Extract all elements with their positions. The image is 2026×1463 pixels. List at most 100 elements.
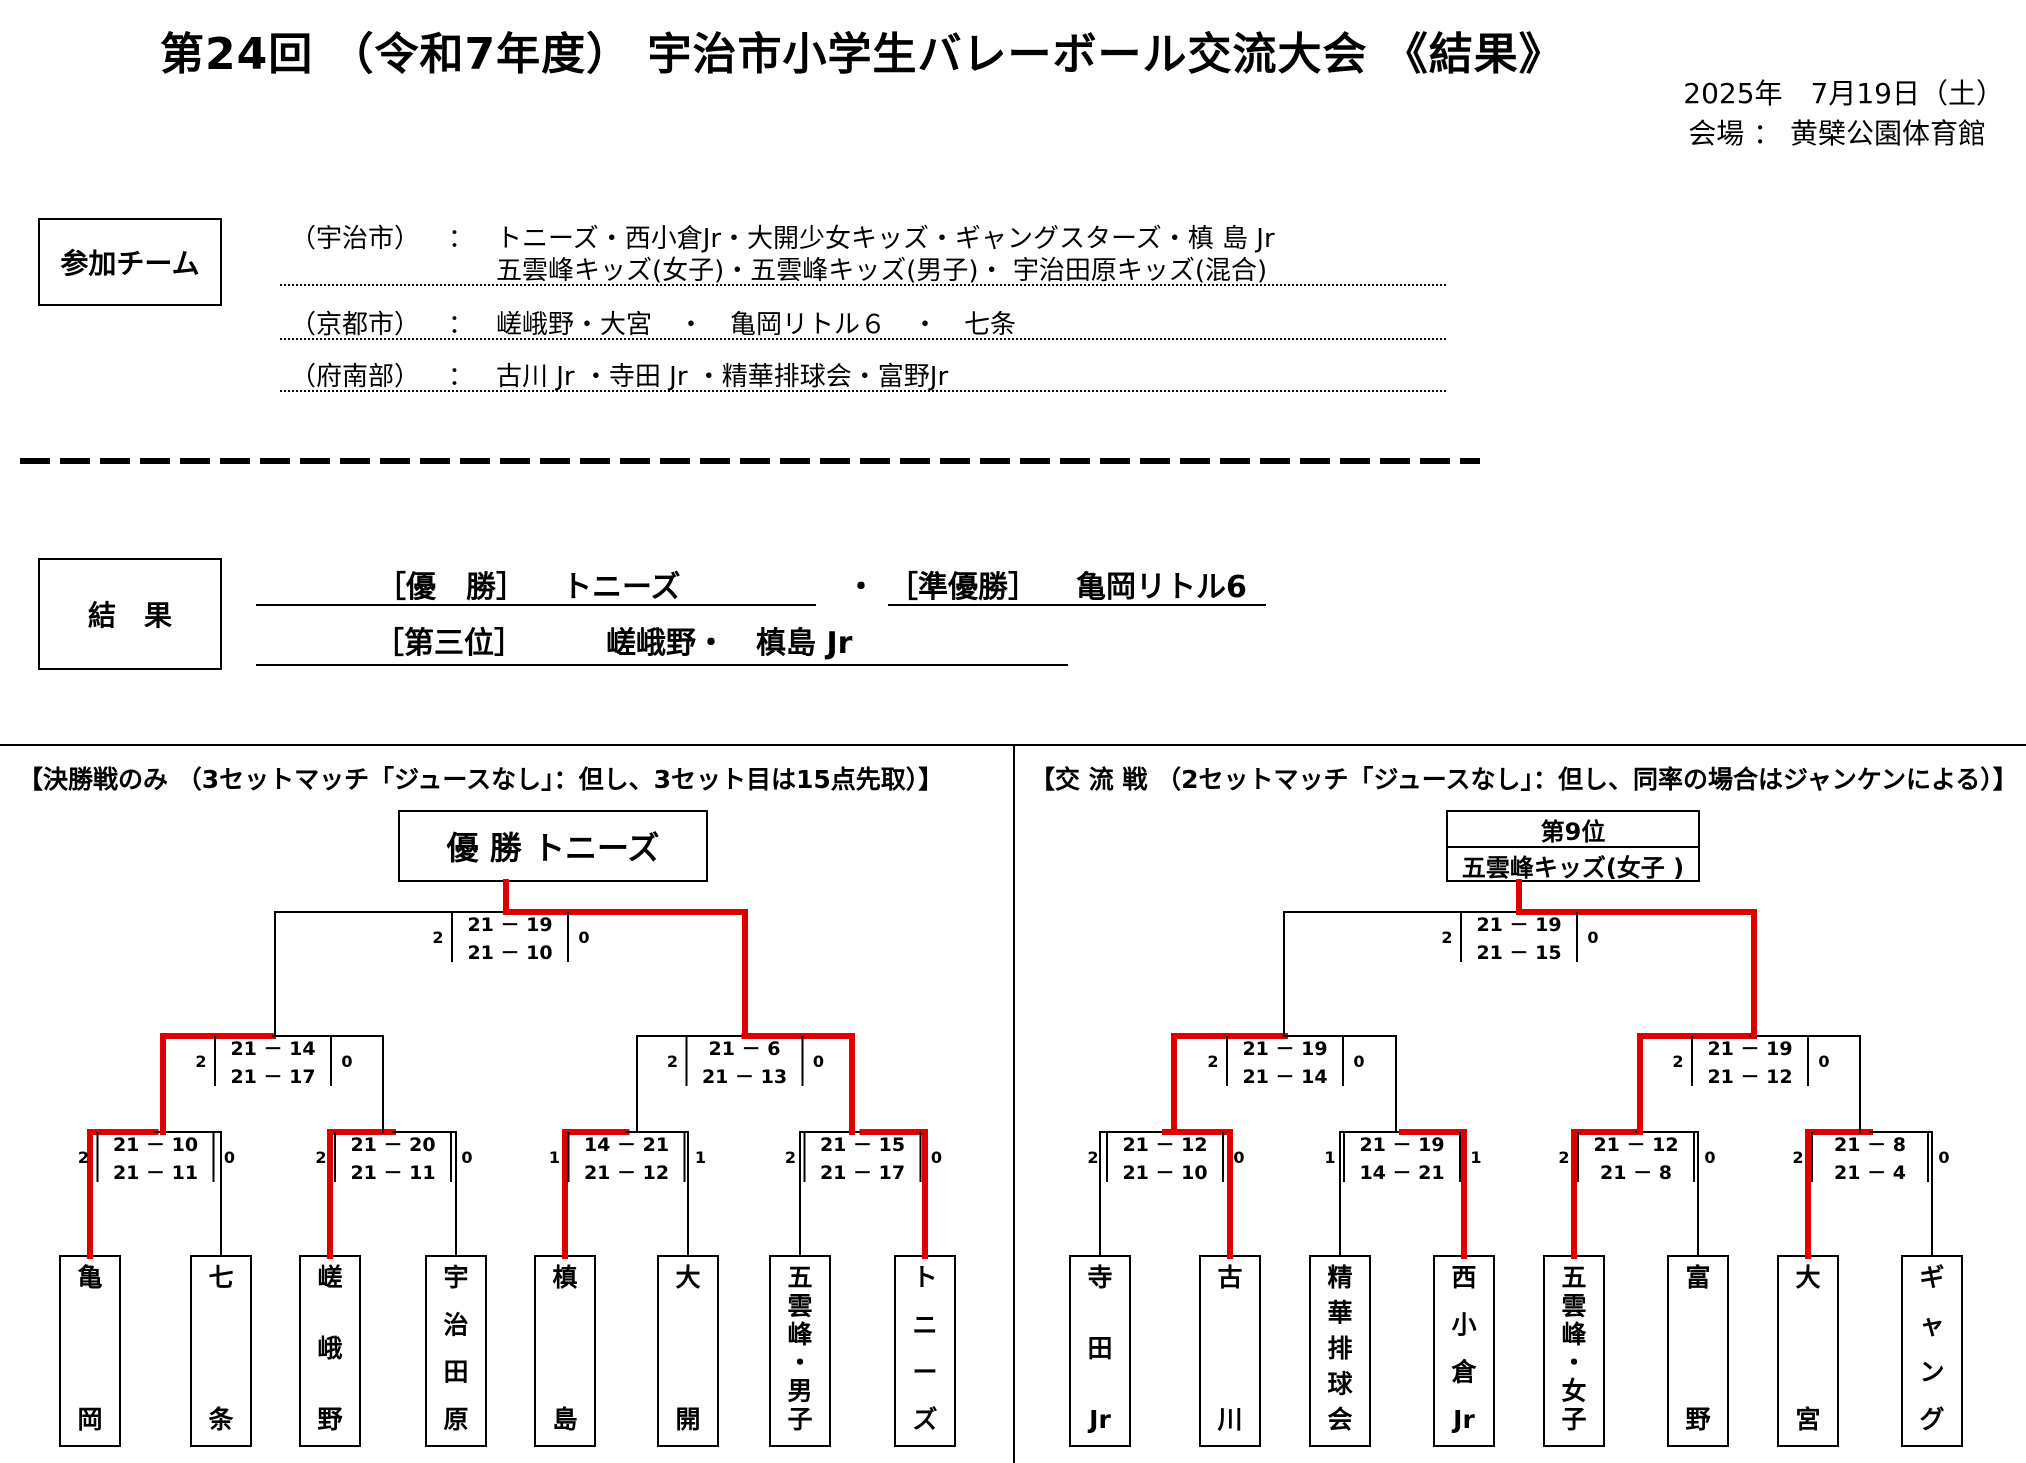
set-score-1: 21 － 15	[820, 1134, 905, 1156]
set-score-1: 21 － 19	[1707, 1038, 1792, 1060]
team-name-char: 宮	[1795, 1405, 1820, 1434]
set-score-1: 21 － 19	[1476, 914, 1561, 936]
champion-team: トニーズ	[562, 570, 681, 605]
team-name-char: 大	[675, 1263, 700, 1292]
set-score-1: 14 － 21	[584, 1134, 669, 1156]
set-score-1: 21 － 6	[709, 1038, 781, 1060]
team-name-char: ニ	[912, 1310, 937, 1339]
bracket-divider	[1013, 744, 1015, 1463]
set-score-2: 21 － 12	[1707, 1066, 1792, 1088]
set-score-1: 21 － 8	[1834, 1134, 1906, 1156]
team-name-char: 島	[552, 1405, 577, 1434]
sets-won-left: 2	[195, 1052, 206, 1071]
sets-won-right: 0	[1233, 1148, 1244, 1167]
participants-label: 参加チーム	[60, 247, 200, 280]
third-label: ［第三位］	[374, 626, 524, 661]
set-score-2: 21 － 11	[350, 1162, 435, 1184]
team-name-char: 五	[787, 1263, 812, 1292]
underline	[256, 664, 1068, 666]
sets-won-right: 0	[931, 1148, 942, 1167]
team-name-char: 華	[1327, 1299, 1352, 1328]
sets-won-right: 0	[461, 1148, 472, 1167]
team-name-char: 槙	[552, 1263, 577, 1292]
event-venue: 会場 ： 黄檗公園体育館	[1688, 117, 1986, 150]
right-winner-team: 五雲峰キッズ(女子 )	[1461, 853, 1685, 882]
sets-won-right: 0	[1938, 1148, 1949, 1167]
set-score-1: 21 － 10	[113, 1134, 198, 1156]
page-title: 第24回 （令和7年度） 宇治市小学生バレーボール交流大会 《結果》	[160, 29, 1564, 80]
sets-won-left: 2	[315, 1148, 326, 1167]
team-name-char: 女	[1561, 1377, 1586, 1406]
team-name-char: 大	[1795, 1263, 1820, 1292]
dotted-rule	[280, 338, 1446, 340]
set-score-1: 21 － 20	[350, 1134, 435, 1156]
team-name-char: 亀	[77, 1263, 102, 1292]
dotted-rule	[280, 390, 1446, 392]
sets-won-left: 2	[1087, 1148, 1098, 1167]
sets-won-right: 0	[341, 1052, 352, 1071]
set-score-2: 21 － 13	[702, 1066, 787, 1088]
set-score-1: 21 － 19	[1242, 1038, 1327, 1060]
team-name-char: ャ	[1919, 1310, 1944, 1339]
left-bracket-header: 【決勝戦のみ （3セットマッチ「ジュースなし」：但し、3セット目は15点先取）】	[18, 765, 944, 794]
team-name-char: 条	[208, 1405, 234, 1434]
participants-teams-1: トニーズ・西小倉Jr・大開少女キッズ・ギャングスターズ・槙 島 Jr	[496, 224, 1275, 254]
team-name-char: ト	[912, 1263, 937, 1292]
team-name-char: 川	[1217, 1405, 1242, 1434]
team-name-char: 原	[443, 1405, 468, 1434]
team-name-char: 宇	[443, 1263, 468, 1292]
team-name-char: 七	[208, 1263, 233, 1292]
team-name-char: 峰	[787, 1320, 812, 1349]
set-score-2: 21 － 11	[113, 1162, 198, 1184]
team-name-char: 峰	[1561, 1320, 1586, 1349]
team-name-char: ギ	[1919, 1263, 1944, 1292]
right-winner-box: 第9位 五雲峰キッズ(女子 )	[1446, 810, 1700, 882]
team-name-char: ズ	[912, 1405, 937, 1434]
set-score-2: 21 － 4	[1834, 1162, 1906, 1184]
team-name-char: 排	[1327, 1334, 1352, 1363]
team-name-char: 雲	[1561, 1291, 1586, 1320]
team-name-char: グ	[1919, 1405, 1944, 1434]
team-name-char: 野	[317, 1405, 342, 1434]
sets-won-left: 2	[785, 1148, 796, 1167]
participants-teams-2: 五雲峰キッズ(女子)・五雲峰キッズ(男子)・ 宇治田原キッズ(混合)	[496, 256, 1268, 286]
team-name-char: 岡	[77, 1405, 102, 1434]
set-score-1: 21 － 19	[467, 914, 552, 936]
team-name-char: 治	[443, 1310, 468, 1339]
right-bracket-header: 【交 流 戦 （2セットマッチ「ジュースなし」：但し、同率の場合はジャンケンによ…	[1030, 765, 2018, 794]
team-name-char: ン	[1919, 1358, 1944, 1387]
results-label: 結 果	[87, 599, 172, 632]
participants-teams-4: 古川 Jr ・寺田 Jr ・精華排球会・富野Jr	[496, 362, 949, 392]
left-winner-box: 優 勝 トニーズ	[398, 810, 708, 882]
right-winner-title: 第9位	[1448, 812, 1698, 848]
team-name-char: 五	[1561, 1263, 1586, 1292]
sets-won-left: 1	[549, 1148, 560, 1167]
event-date: 2025年 7月19日（土）	[1683, 77, 2004, 110]
team-name-char: 男	[787, 1377, 812, 1406]
underline	[256, 604, 816, 606]
set-score-2: 21 － 8	[1600, 1162, 1672, 1184]
team-name-char: 田	[1087, 1334, 1112, 1363]
team-name-char: 古	[1217, 1263, 1242, 1292]
team-name-char: 嵯	[317, 1263, 342, 1292]
team-name-char: ー	[912, 1358, 937, 1387]
sets-won-left: 1	[1324, 1148, 1335, 1167]
sets-won-left: 2	[1792, 1148, 1803, 1167]
set-score-2: 21 － 14	[1242, 1066, 1327, 1088]
set-score-1: 21 － 12	[1593, 1134, 1678, 1156]
team-name-char: 会	[1327, 1405, 1352, 1434]
set-score-2: 21 － 17	[230, 1066, 315, 1088]
sets-won-left: 2	[1672, 1052, 1683, 1071]
team-name-char: 寺	[1087, 1263, 1112, 1292]
champion-label: ［優 勝］	[376, 570, 526, 605]
set-score-1: 21 － 12	[1122, 1134, 1207, 1156]
sets-won-left: 2	[667, 1052, 678, 1071]
team-name-char: Jr	[1087, 1405, 1111, 1434]
sets-won-left: 2	[1558, 1148, 1569, 1167]
sets-won-right: 0	[578, 928, 589, 947]
sets-won-left: 2	[78, 1148, 89, 1167]
team-name-char: 田	[443, 1358, 468, 1387]
team-name-char: 西	[1451, 1263, 1476, 1292]
participants-colon-4: ：	[448, 362, 475, 392]
